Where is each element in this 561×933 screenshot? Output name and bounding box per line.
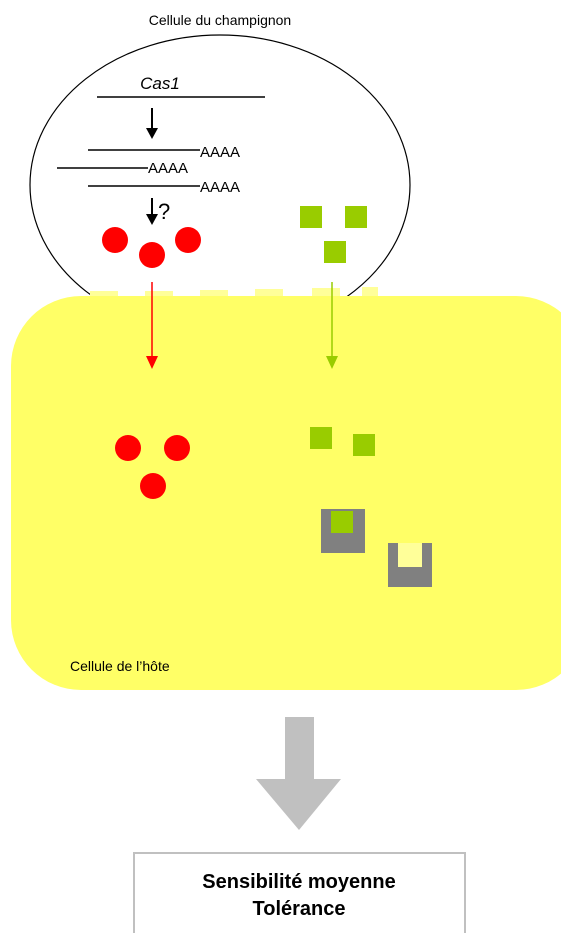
result-line-1: Sensibilité moyenne [202, 871, 395, 893]
gene-label: Cas1 [140, 74, 180, 93]
polya-tail: AAAA [200, 179, 240, 196]
green-effector [300, 206, 322, 228]
red-protein [139, 242, 165, 268]
unknown-step-label: ? [158, 199, 170, 224]
polya-tail: AAAA [200, 144, 240, 161]
red-protein [164, 435, 190, 461]
red-protein [140, 473, 166, 499]
red-protein [115, 435, 141, 461]
green-effector [310, 427, 332, 449]
receptor-empty [388, 543, 432, 587]
translation-arrow [146, 198, 158, 225]
host-cell [11, 296, 561, 690]
mrna-transcripts: AAAA AAAA AAAA [57, 144, 240, 196]
receptor-pocket [398, 543, 422, 567]
result-box [133, 852, 466, 933]
red-secretion-arrow [146, 282, 158, 369]
bound-effector [331, 511, 353, 533]
red-protein [175, 227, 201, 253]
green-secretion-arrow [326, 282, 338, 369]
polya-tail: AAAA [148, 160, 188, 177]
transcription-arrow [146, 108, 158, 139]
outcome-arrow [256, 717, 341, 830]
host-cell-label: Cellule de l’hôte [70, 658, 170, 674]
fungus-cell-wall-fragments [90, 287, 378, 296]
green-effector [345, 206, 367, 228]
host-red-proteins [115, 435, 190, 499]
host-effectors [310, 427, 375, 456]
fungus-effectors [300, 206, 367, 263]
receptor-bound [321, 509, 365, 553]
green-effector [353, 434, 375, 456]
green-effector [324, 241, 346, 263]
red-protein [102, 227, 128, 253]
result-line-2: Tolérance [253, 898, 346, 920]
fungus-proteins [102, 227, 201, 268]
fungus-cell-label: Cellule du champignon [149, 12, 291, 28]
